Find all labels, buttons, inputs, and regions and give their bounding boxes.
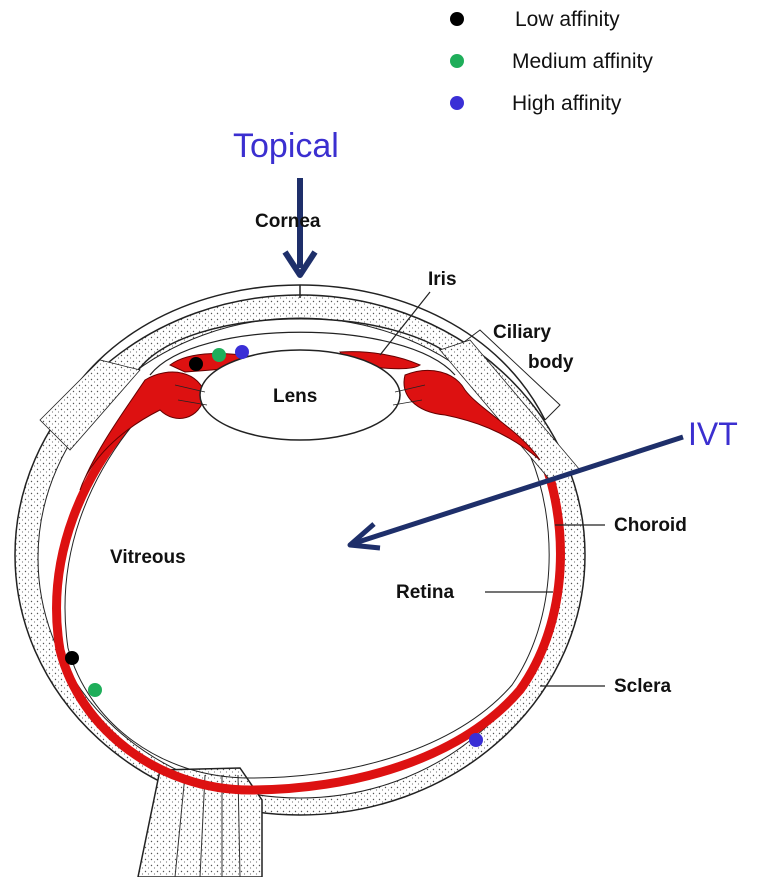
retina-label: Retina bbox=[396, 582, 455, 603]
choroid-label: Choroid bbox=[614, 515, 687, 536]
low-affinity-marker-iris bbox=[189, 357, 203, 371]
high-affinity-marker-iris bbox=[235, 345, 249, 359]
cornea-label: Cornea bbox=[255, 211, 321, 232]
legend-low-dot bbox=[450, 12, 464, 26]
medium-affinity-marker-iris bbox=[212, 348, 226, 362]
legend-high-dot bbox=[450, 96, 464, 110]
legend-low-label: Low affinity bbox=[515, 8, 620, 31]
legend: Low affinity Medium affinity High affini… bbox=[450, 8, 653, 115]
legend-high-label: High affinity bbox=[512, 92, 622, 115]
ciliary-label-line1: Ciliary bbox=[493, 322, 552, 343]
legend-medium-dot bbox=[450, 54, 464, 68]
medium-affinity-marker-retina bbox=[88, 683, 102, 697]
low-affinity-marker-retina bbox=[65, 651, 79, 665]
legend-medium-label: Medium affinity bbox=[512, 50, 653, 73]
lens-label: Lens bbox=[273, 386, 317, 407]
ciliary-label-line2: body bbox=[528, 352, 574, 373]
topical-label: Topical bbox=[233, 127, 339, 165]
high-affinity-marker-retina bbox=[469, 733, 483, 747]
iris-label: Iris bbox=[428, 269, 457, 290]
sclera-label: Sclera bbox=[614, 676, 671, 697]
vitreous-label: Vitreous bbox=[110, 547, 186, 568]
ivt-label: IVT bbox=[688, 416, 738, 452]
